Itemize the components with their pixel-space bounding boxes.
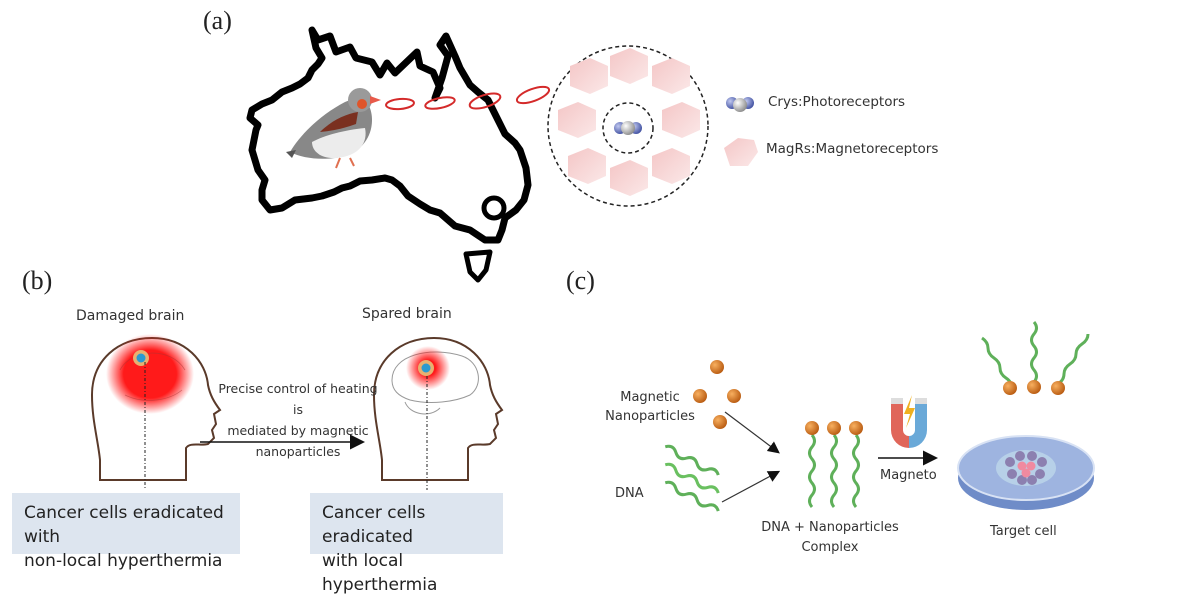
head-silhouette-spared (372, 336, 504, 490)
magr-hexagon (662, 102, 700, 138)
complex-label: DNA + Nanoparticles Complex (760, 518, 900, 558)
magnetic-nanoparticles-label: Magnetic Nanoparticles (600, 388, 700, 426)
nanoparticle (727, 389, 741, 403)
head-silhouette-damaged (90, 334, 222, 490)
damaged-brain-title: Damaged brain (76, 308, 185, 324)
cryptochrome-molecule (614, 121, 642, 135)
dna-label: DNA (615, 486, 644, 501)
panel-b-label: (b) (22, 266, 53, 295)
caption-line: nanoparticles (255, 444, 341, 459)
magr-hexagon (558, 102, 596, 138)
dna-helix (664, 462, 720, 494)
magr-hexagon (652, 58, 690, 94)
caption-line: mediated by magnetic (227, 423, 369, 438)
legend-crys-label: Crys:Photoreceptors (768, 94, 906, 110)
nanoparticle-to-complex-arrow (724, 411, 780, 454)
dna-helix (664, 480, 720, 512)
panel-c-label: (c) (566, 266, 595, 295)
panel-a-graphics (246, 26, 758, 283)
panel-a-label: (a) (203, 6, 232, 35)
magr-hexagon (652, 148, 690, 184)
migration-path (385, 85, 551, 111)
magr-hexagon-icon (724, 138, 758, 166)
panel-c-graphics (664, 321, 1095, 512)
nanoparticle (713, 415, 727, 429)
dna-helix (664, 444, 720, 476)
magnet-icon (891, 395, 927, 448)
dna-to-complex-arrow (721, 470, 781, 503)
australia-map-outline (246, 26, 532, 244)
zebra-finch-bird-icon (286, 88, 381, 169)
box-line: Cancer cells eradicated with (24, 503, 224, 547)
cryptochrome-molecule-icon (726, 97, 754, 112)
heating-control-caption: Precise control of heating is mediated b… (218, 378, 378, 462)
caption-line: Precise control of heating is (218, 381, 378, 417)
label-line: Complex (801, 540, 859, 555)
petri-dish-target-cell (957, 435, 1095, 510)
spared-brain-title: Spared brain (362, 306, 452, 322)
label-line: DNA + Nanoparticles (761, 520, 899, 535)
dna-delivery-strands (981, 321, 1090, 395)
legend-magr-label: MagRs:Magnetoreceptors (766, 141, 939, 157)
receptor-complex-diagram (547, 45, 709, 207)
dna-strands-group (664, 444, 720, 512)
target-cell-label: Target cell (990, 524, 1057, 539)
magr-hexagon (610, 160, 648, 196)
label-line: Magnetic (620, 390, 680, 405)
label-line: Nanoparticles (605, 409, 695, 424)
magr-hexagon (610, 48, 648, 84)
nanoparticle (693, 389, 707, 403)
city-marker-circle (481, 195, 507, 221)
magneto-label: Magneto (880, 468, 937, 483)
dna-nanoparticle-complex (805, 421, 863, 508)
box-line: Cancer cells eradicated (322, 503, 426, 547)
nanoparticle (710, 360, 724, 374)
magr-hexagon (570, 58, 608, 94)
tasmania-outline (463, 249, 493, 283)
panel-b-graphics (90, 334, 504, 490)
magr-hexagon (568, 148, 606, 184)
magnetic-nanoparticles-group (693, 360, 741, 429)
